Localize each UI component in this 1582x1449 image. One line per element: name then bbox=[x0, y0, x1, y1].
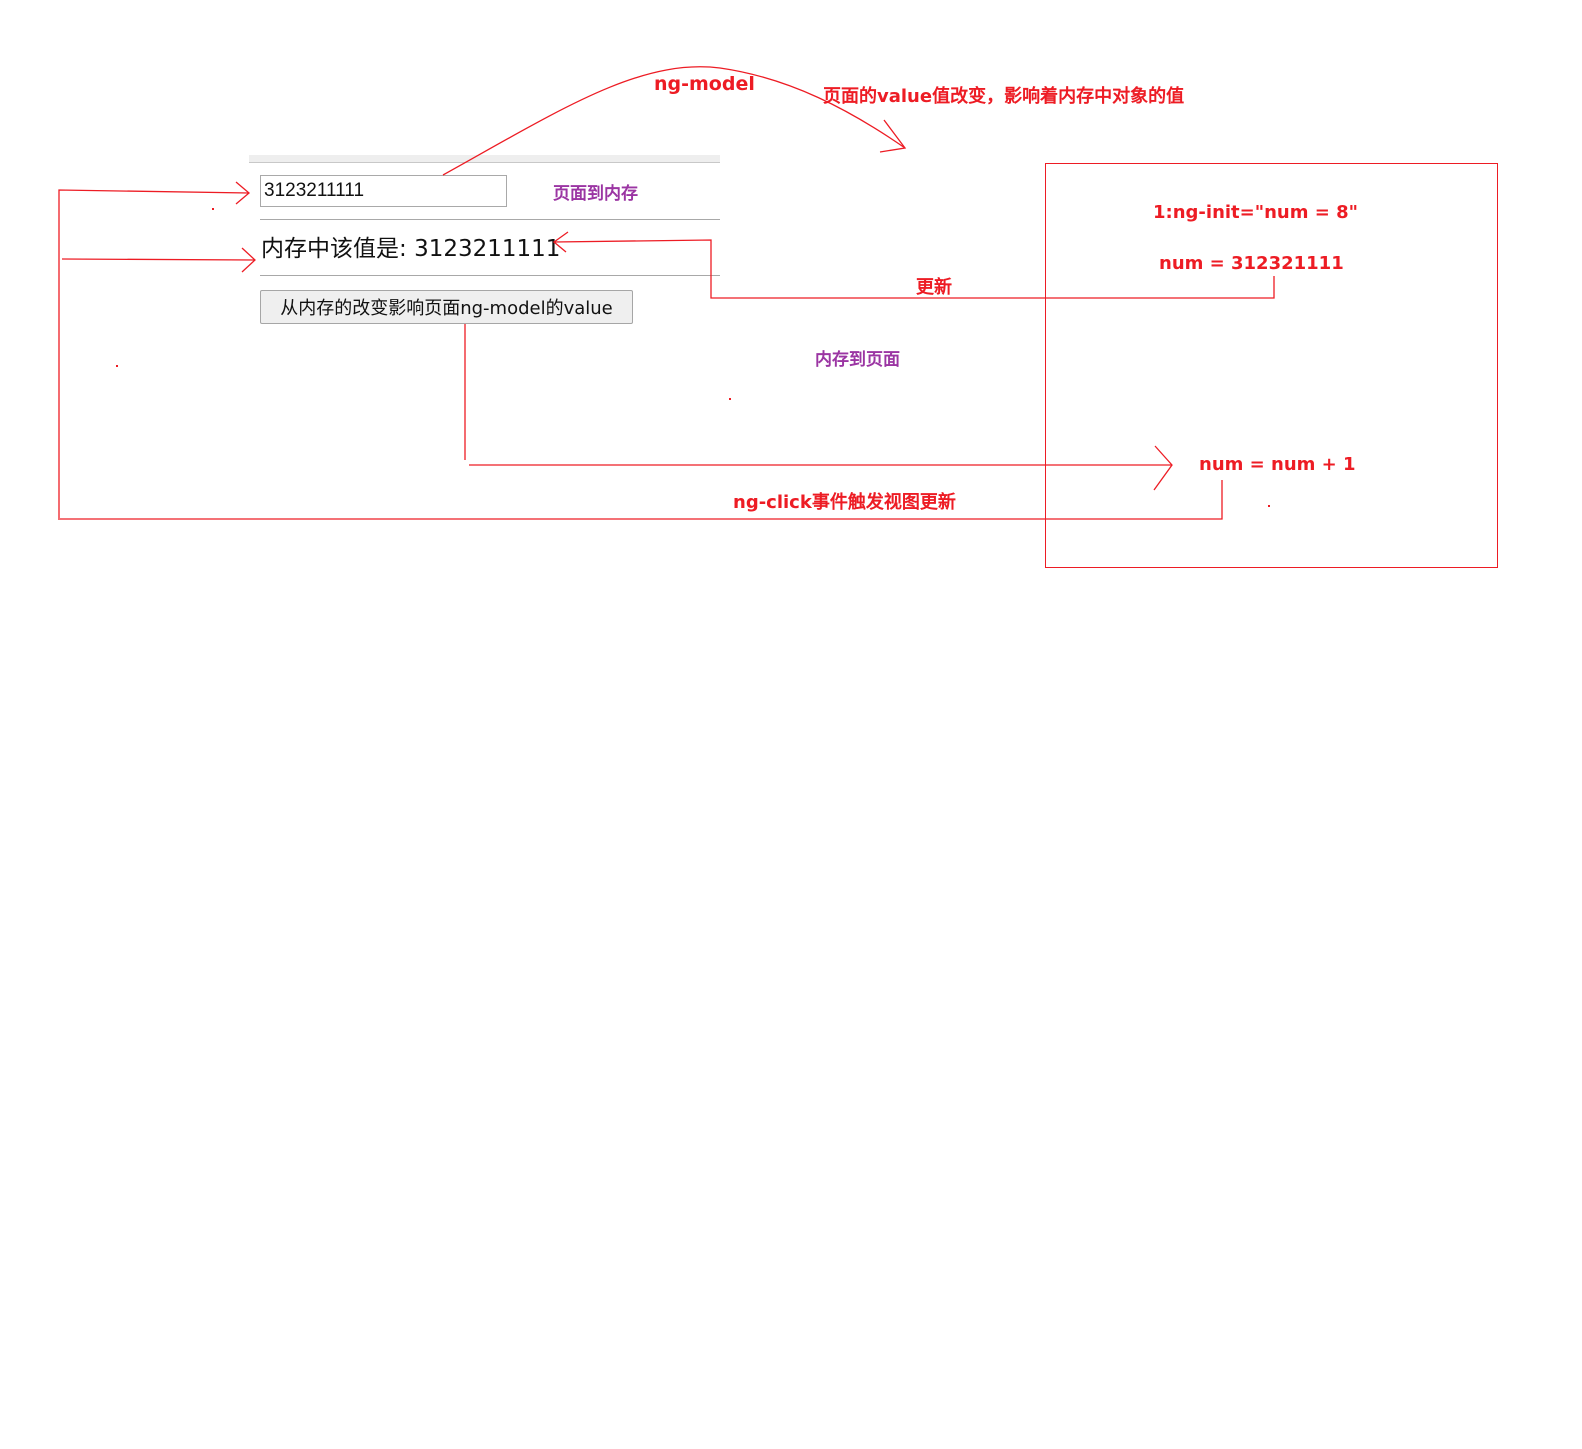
update-label: 更新 bbox=[916, 277, 952, 298]
ng-click-update-label: ng-click事件触发视图更新 bbox=[733, 492, 956, 513]
memory-value-label: 内存中该值是: bbox=[261, 236, 407, 262]
update-connector bbox=[553, 239, 1275, 299]
memory-value: 3123211111 bbox=[414, 236, 561, 262]
stray-mark bbox=[116, 365, 118, 367]
ng-init-expression: 1:ng-init="num = 8" bbox=[1153, 202, 1359, 223]
ng-model-label: ng-model bbox=[654, 73, 755, 95]
left-loop-line bbox=[58, 189, 250, 520]
divider-top bbox=[260, 219, 720, 220]
num-increment-expression: num = num + 1 bbox=[1199, 454, 1356, 475]
divider-bottom bbox=[260, 275, 720, 276]
num-assignment-expression: num = 312321111 bbox=[1159, 253, 1344, 274]
num-input[interactable] bbox=[260, 175, 507, 207]
memory-to-page-label: 内存到页面 bbox=[815, 350, 900, 370]
memory-value-line: 内存中该值是: 3123211111 bbox=[261, 231, 560, 267]
ng-model-curve-arrow bbox=[442, 66, 906, 176]
left-arrow-memory-line bbox=[61, 258, 256, 261]
stray-mark bbox=[1268, 505, 1270, 507]
page-top-strip bbox=[249, 155, 720, 163]
stray-mark bbox=[212, 208, 214, 210]
button-to-memory-arrowhead bbox=[1153, 445, 1173, 491]
page-to-memory-label: 页面到内存 bbox=[553, 184, 638, 204]
ng-click-connector bbox=[60, 480, 1223, 520]
ng-model-arrowhead bbox=[879, 119, 907, 153]
left-loop-arrowhead-input bbox=[235, 181, 251, 205]
update-from-memory-button[interactable]: 从内存的改变影响页面ng-model的value bbox=[260, 290, 633, 324]
page-value-change-label: 页面的value值改变，影响着内存中对象的值 bbox=[823, 86, 1185, 107]
left-arrow-memory-arrowhead bbox=[241, 247, 256, 273]
update-arrowhead bbox=[552, 231, 569, 253]
stray-mark bbox=[729, 398, 731, 400]
memory-box bbox=[1045, 163, 1498, 568]
